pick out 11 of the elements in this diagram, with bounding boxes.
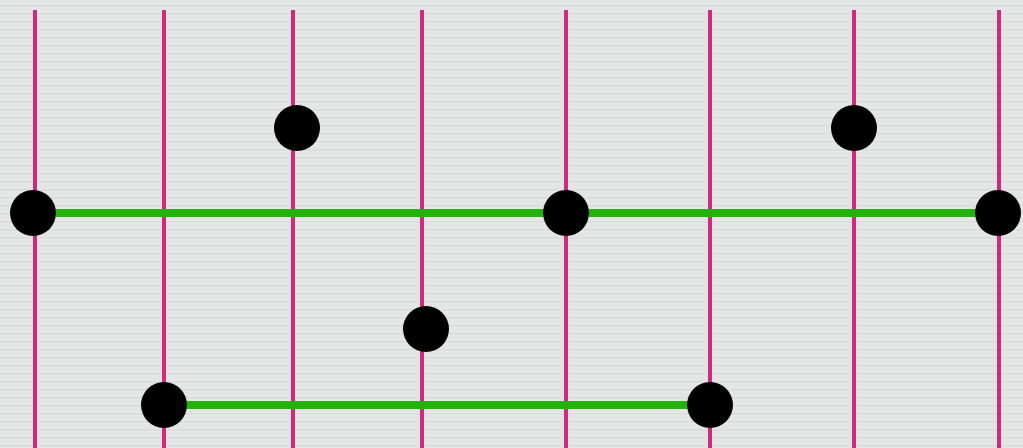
dot	[141, 382, 187, 428]
dot	[687, 382, 733, 428]
connector-line	[187, 401, 687, 409]
dot	[831, 105, 877, 151]
connector-line	[589, 209, 975, 217]
dot	[975, 190, 1021, 236]
dot	[543, 190, 589, 236]
dot	[10, 190, 56, 236]
dot	[403, 306, 449, 352]
connector-line	[56, 209, 543, 217]
dot	[274, 105, 320, 151]
